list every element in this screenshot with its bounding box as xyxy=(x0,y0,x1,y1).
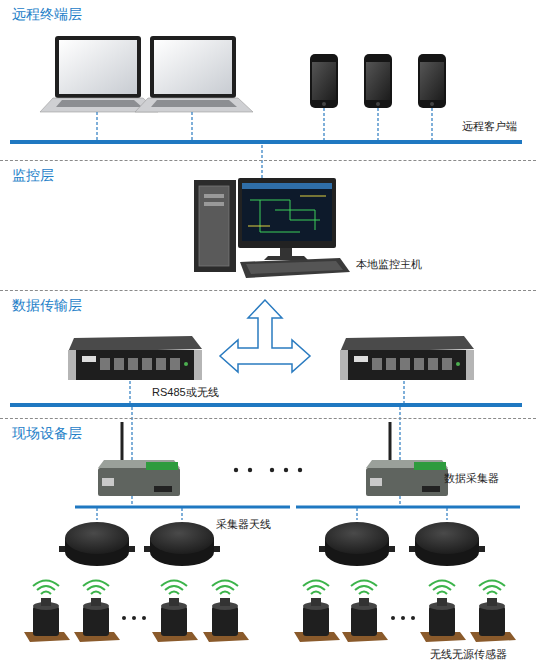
monitor-pc xyxy=(199,186,229,266)
ellipsis-dots xyxy=(234,468,238,472)
ellipsis-dots xyxy=(132,616,136,620)
ellipsis-dots xyxy=(122,616,415,620)
device-label: RS485或无线 xyxy=(152,386,219,399)
dashed-link xyxy=(130,381,404,404)
layer-band: 现场设备层 xyxy=(0,418,536,666)
dashed-link xyxy=(399,407,400,462)
monitor-pc xyxy=(250,200,320,232)
layer-title: 数据传输层 xyxy=(12,297,82,315)
ellipsis-dots xyxy=(401,616,405,620)
ellipsis-dots xyxy=(284,468,288,472)
ellipsis-dots xyxy=(270,468,274,472)
wireless-sensor xyxy=(294,581,340,643)
data-collector xyxy=(98,422,180,496)
monitor-pc xyxy=(194,180,236,272)
bus-line xyxy=(296,506,520,509)
double-arrow xyxy=(220,300,310,372)
laptop-icon xyxy=(135,36,253,112)
ellipsis-dots xyxy=(391,616,395,620)
layer-title: 现场设备层 xyxy=(12,425,82,443)
layer-band: 数据传输层 xyxy=(0,290,536,418)
dashed-link xyxy=(96,112,97,141)
transmission-device xyxy=(340,336,474,380)
wireless-sensor xyxy=(342,581,388,643)
ellipsis-dots xyxy=(298,468,302,472)
ellipsis-dots xyxy=(411,616,415,620)
monitor-pc xyxy=(248,196,326,226)
dashed-link xyxy=(356,508,357,520)
wireless-sensor xyxy=(152,581,198,643)
monitor-pc xyxy=(242,183,332,241)
wireless-sensor xyxy=(203,581,249,643)
dashed-link xyxy=(129,381,130,404)
ellipsis-dots xyxy=(142,616,146,620)
layer-band: 监控层 xyxy=(0,160,536,290)
monitor-pc xyxy=(204,194,224,198)
device-label: 数据采集器 xyxy=(444,472,499,485)
transmission-device xyxy=(68,336,202,380)
layer-title: 监控层 xyxy=(12,167,54,185)
dashed-link xyxy=(131,407,132,462)
dashed-link xyxy=(131,496,132,506)
dashed-link xyxy=(399,496,400,506)
ellipsis-dots xyxy=(234,468,302,472)
wireless-sensor xyxy=(74,581,120,643)
monitor-pc xyxy=(204,202,224,206)
dashed-link xyxy=(97,407,447,520)
device-label: 无线无源传感器 xyxy=(430,648,507,661)
bus-line xyxy=(75,506,290,509)
monitor-pc xyxy=(242,183,332,189)
laptop-icon xyxy=(40,36,158,112)
monitor-pc xyxy=(240,258,350,278)
dashed-link xyxy=(181,508,182,520)
phone-icon xyxy=(418,54,446,108)
collector-antenna xyxy=(319,522,395,566)
wireless-sensor xyxy=(420,581,466,643)
dashed-link xyxy=(377,108,378,141)
dashed-link xyxy=(97,108,432,182)
ellipsis-dots xyxy=(248,468,252,472)
ellipsis-dots xyxy=(122,616,126,620)
dashed-link xyxy=(446,508,447,520)
collector-antenna xyxy=(59,522,135,566)
device-label: 采集器天线 xyxy=(216,518,271,531)
monitor-pc xyxy=(280,248,292,256)
dashed-link xyxy=(323,108,324,141)
phone-icon xyxy=(310,54,338,108)
collector-antenna xyxy=(144,522,220,566)
monitor-pc xyxy=(264,256,308,260)
monitor-pc xyxy=(238,178,336,248)
bus-line xyxy=(10,140,522,144)
phone-icon xyxy=(364,54,392,108)
data-collector xyxy=(366,422,448,496)
bus-line xyxy=(10,403,522,407)
monitor-pc xyxy=(246,261,343,274)
wireless-sensor xyxy=(470,581,516,643)
dashed-link xyxy=(261,145,262,182)
dashed-link xyxy=(191,112,192,141)
device-label: 远程客户端 xyxy=(462,120,517,133)
wireless-sensor xyxy=(24,581,70,643)
monitor-pc xyxy=(194,178,350,278)
dashed-link xyxy=(96,508,97,520)
dashed-link xyxy=(403,381,404,404)
layer-title: 远程终端层 xyxy=(12,6,82,24)
collector-antenna xyxy=(409,522,485,566)
dashed-link xyxy=(431,108,432,141)
device-label: 本地监控主机 xyxy=(356,258,422,271)
layer-band: 远程终端层 xyxy=(0,0,536,160)
